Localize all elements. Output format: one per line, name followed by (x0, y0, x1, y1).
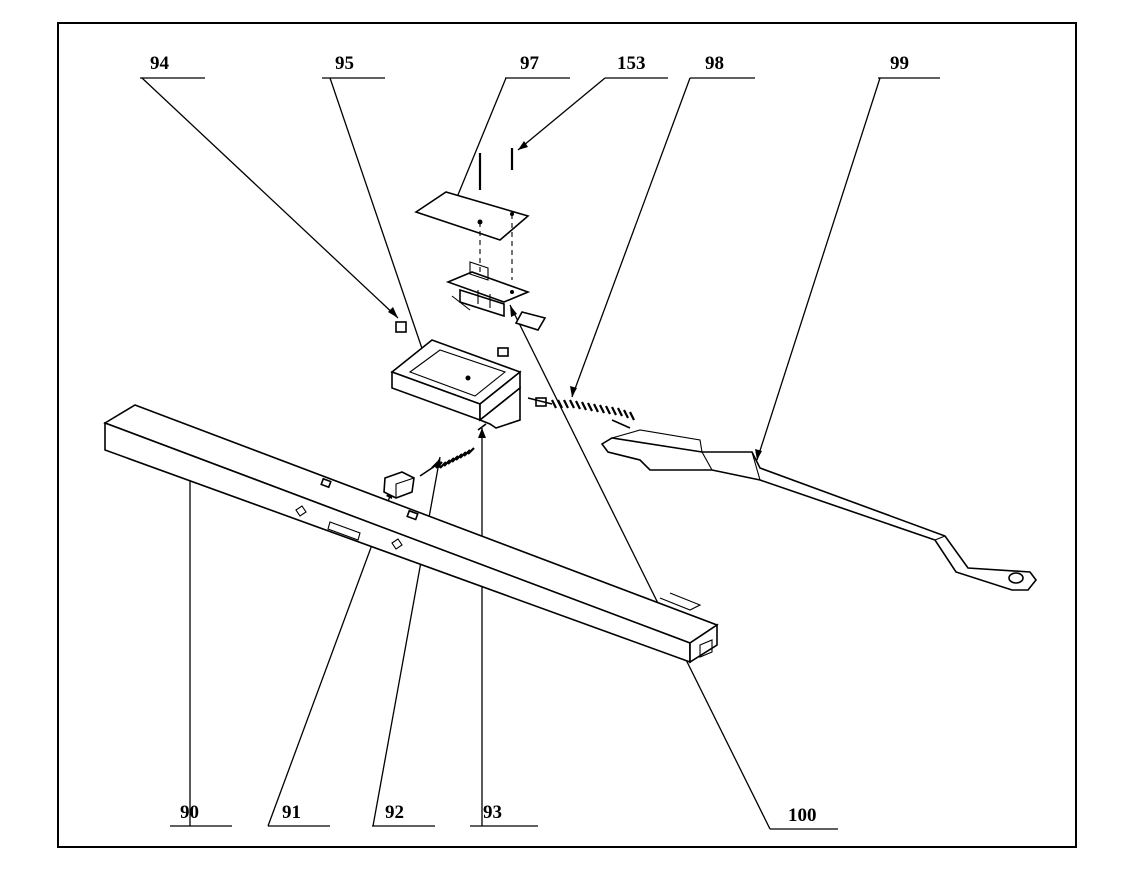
callout-93: 93 (470, 428, 538, 827)
callout-153-label: 153 (617, 53, 646, 74)
callout-95: 95 (322, 53, 431, 373)
callout-97: 97 (452, 53, 570, 208)
callout-99: 99 (755, 53, 940, 461)
callout-94: 94 (140, 53, 399, 319)
callout-90: 90 (170, 462, 232, 827)
callout-93-label: 93 (483, 802, 502, 823)
part-100-lock-bracket (445, 261, 547, 331)
part-99-release-lever (600, 429, 1038, 591)
callout-153: 153 (517, 53, 668, 151)
callout-99-label: 99 (890, 53, 909, 74)
part-94-pin (395, 321, 407, 333)
part-97-cover-plate (414, 191, 530, 280)
callout-97-label: 97 (520, 53, 540, 74)
part-90-rail (103, 404, 719, 664)
part-92-spring (419, 423, 487, 477)
callout-95-label: 95 (335, 53, 354, 74)
callout-98: 98 (570, 53, 755, 398)
part-98-spring (527, 397, 635, 429)
callout-92-label: 92 (385, 802, 404, 823)
callout-98-label: 98 (705, 53, 724, 74)
callout-100-label: 100 (788, 805, 817, 826)
callout-94-label: 94 (150, 53, 170, 74)
part-95-slider-block (390, 339, 547, 429)
part-91-bracket (383, 471, 415, 499)
callout-91-label: 91 (282, 802, 301, 823)
drawing-frame (57, 22, 1077, 848)
part-153-screws (478, 148, 514, 190)
callout-100: 100 (509, 304, 838, 830)
